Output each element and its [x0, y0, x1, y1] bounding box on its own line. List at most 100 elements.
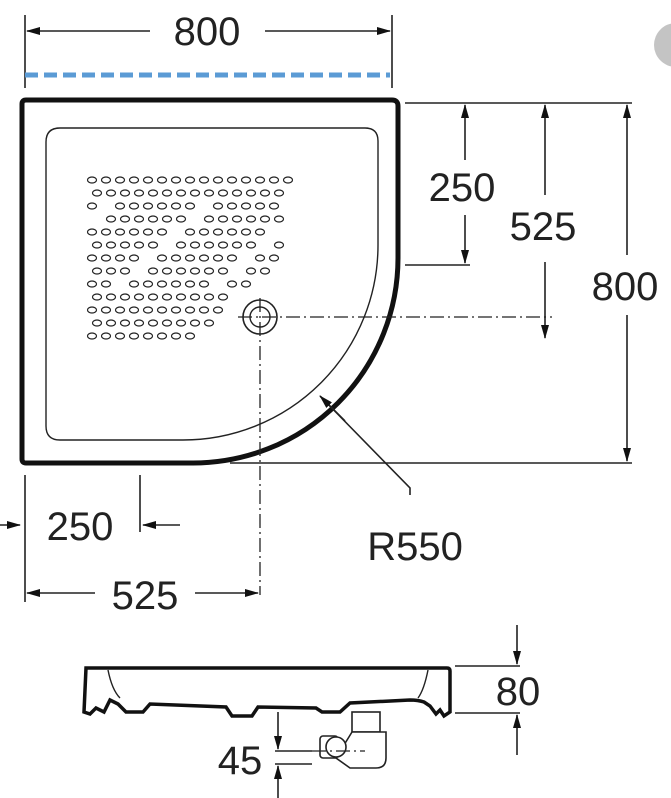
- tray-inner-basin: [45, 127, 379, 441]
- anti-slip-hole: [91, 293, 103, 301]
- anti-slip-hole: [142, 332, 154, 340]
- anti-slip-hole: [175, 267, 187, 275]
- anti-slip-hole: [203, 241, 215, 249]
- anti-slip-hole: [133, 319, 145, 327]
- anti-slip-hole: [217, 267, 229, 275]
- anti-slip-hole: [128, 202, 140, 210]
- anti-slip-hole: [156, 332, 168, 340]
- anti-slip-hole: [133, 293, 145, 301]
- anti-slip-hole: [161, 215, 173, 223]
- anti-slip-hole: [268, 254, 280, 262]
- anti-slip-hole: [226, 254, 238, 262]
- anti-slip-hole: [100, 254, 112, 262]
- anti-slip-hole: [240, 202, 252, 210]
- anti-slip-hole: [226, 202, 238, 210]
- anti-slip-hole: [226, 176, 238, 184]
- anti-slip-hole: [217, 215, 229, 223]
- anti-slip-hole: [161, 189, 173, 197]
- anti-slip-hole: [100, 228, 112, 236]
- anti-slip-hole: [142, 228, 154, 236]
- anti-slip-hole: [170, 202, 182, 210]
- anti-slip-hole: [105, 215, 117, 223]
- anti-slip-hole: [231, 189, 243, 197]
- anti-slip-hole: [161, 319, 173, 327]
- anti-slip-hole: [133, 241, 145, 249]
- anti-slip-hole: [156, 176, 168, 184]
- anti-slip-hole: [184, 254, 196, 262]
- overlay-circle[interactable]: [654, 23, 671, 67]
- anti-slip-hole: [198, 280, 210, 288]
- anti-slip-hole: [282, 176, 294, 184]
- anti-slip-hole: [170, 306, 182, 314]
- anti-slip-hole: [147, 293, 159, 301]
- anti-slip-hole: [203, 267, 215, 275]
- side-view: 80 45: [82, 625, 540, 798]
- anti-slip-hole: [217, 241, 229, 249]
- anti-slip-hole: [86, 280, 98, 288]
- anti-slip-hole: [105, 293, 117, 301]
- anti-slip-hole: [240, 280, 252, 288]
- anti-slip-hole: [231, 241, 243, 249]
- anti-slip-hole: [170, 176, 182, 184]
- anti-slip-hole: [100, 280, 112, 288]
- anti-slip-hole: [189, 241, 201, 249]
- anti-slip-hole: [217, 189, 229, 197]
- drain-offset-top-label: 525: [510, 205, 577, 249]
- anti-slip-hole: [184, 228, 196, 236]
- anti-slip-hole: [175, 215, 187, 223]
- anti-slip-hole: [175, 241, 187, 249]
- anti-slip-hole: [259, 189, 271, 197]
- anti-slip-hole: [128, 332, 140, 340]
- anti-slip-hole: [133, 189, 145, 197]
- anti-slip-hole: [184, 332, 196, 340]
- anti-slip-hole: [91, 267, 103, 275]
- anti-slip-hole: [259, 215, 271, 223]
- tray-outline: [19, 97, 401, 466]
- anti-slip-hole: [198, 306, 210, 314]
- anti-slip-hole: [245, 241, 257, 249]
- anti-slip-hole: [147, 241, 159, 249]
- anti-slip-hole: [86, 176, 98, 184]
- anti-slip-hole: [273, 215, 285, 223]
- anti-slip-hole: [268, 176, 280, 184]
- anti-slip-hole: [114, 228, 126, 236]
- anti-slip-hole: [212, 254, 224, 262]
- anti-slip-hole: [128, 280, 140, 288]
- anti-slip-hole: [114, 306, 126, 314]
- right-dimensions: 250 525 800: [230, 102, 658, 464]
- anti-slip-hole: [156, 306, 168, 314]
- anti-slip-hole: [86, 228, 98, 236]
- anti-slip-hole: [147, 215, 159, 223]
- anti-slip-hole: [240, 176, 252, 184]
- anti-slip-hole: [156, 254, 168, 262]
- anti-slip-holes: [86, 176, 294, 340]
- anti-slip-hole: [240, 228, 252, 236]
- anti-slip-hole: [105, 189, 117, 197]
- anti-slip-hole: [105, 241, 117, 249]
- top-width-label: 800: [174, 10, 241, 54]
- anti-slip-hole: [184, 202, 196, 210]
- anti-slip-hole: [100, 306, 112, 314]
- anti-slip-hole: [128, 228, 140, 236]
- anti-slip-hole: [119, 189, 131, 197]
- anti-slip-hole: [142, 306, 154, 314]
- anti-slip-hole: [142, 280, 154, 288]
- anti-slip-hole: [128, 176, 140, 184]
- anti-slip-hole: [198, 228, 210, 236]
- anti-slip-hole: [114, 332, 126, 340]
- drain-offset-left-label: 525: [112, 574, 179, 618]
- anti-slip-hole: [142, 202, 154, 210]
- anti-slip-hole: [156, 280, 168, 288]
- anti-slip-hole: [147, 267, 159, 275]
- anti-slip-hole: [184, 280, 196, 288]
- anti-slip-hole: [91, 241, 103, 249]
- anti-slip-hole: [254, 202, 266, 210]
- outlet-height-label: 45: [218, 739, 263, 783]
- anti-slip-hole: [142, 176, 154, 184]
- anti-slip-hole: [105, 267, 117, 275]
- anti-slip-hole: [189, 293, 201, 301]
- anti-slip-hole: [161, 293, 173, 301]
- anti-slip-hole: [189, 267, 201, 275]
- anti-slip-hole: [86, 332, 98, 340]
